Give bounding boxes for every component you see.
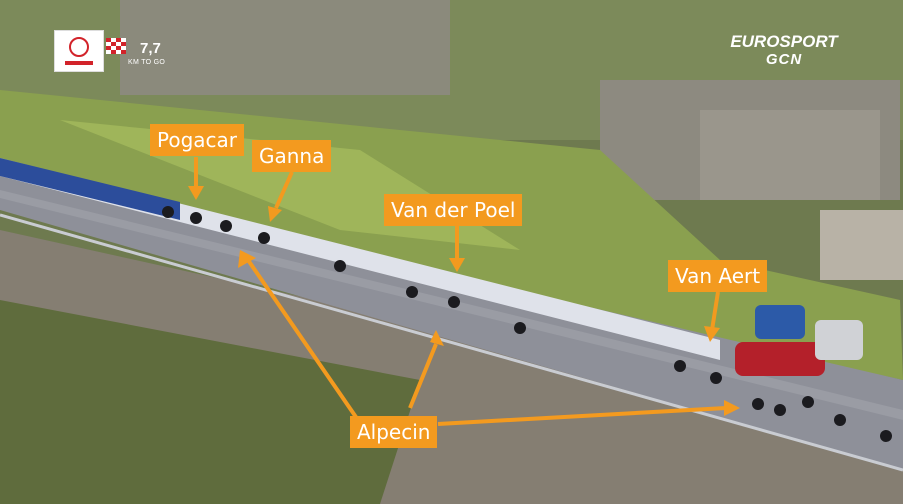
label-van-aert: Van Aert: [668, 260, 768, 292]
annotation-arrows: [194, 157, 727, 426]
label-ganna: Ganna: [252, 140, 332, 172]
broadcaster-name: EUROSPORT: [730, 32, 838, 51]
km-to-go-label: KM TO GO: [128, 59, 166, 66]
broadcaster-logo: EUROSPORT GCN: [728, 33, 840, 69]
checkered-flag-icon: [106, 38, 126, 54]
km-to-go-value: 7,7: [140, 40, 161, 57]
race-logo: [54, 30, 104, 72]
label-alpecin: Alpecin: [350, 416, 438, 448]
broadcaster-subname: GCN: [765, 51, 803, 68]
label-pogacar: Pogacar: [150, 124, 245, 156]
label-van-der-poel: Van der Poel: [384, 194, 523, 226]
